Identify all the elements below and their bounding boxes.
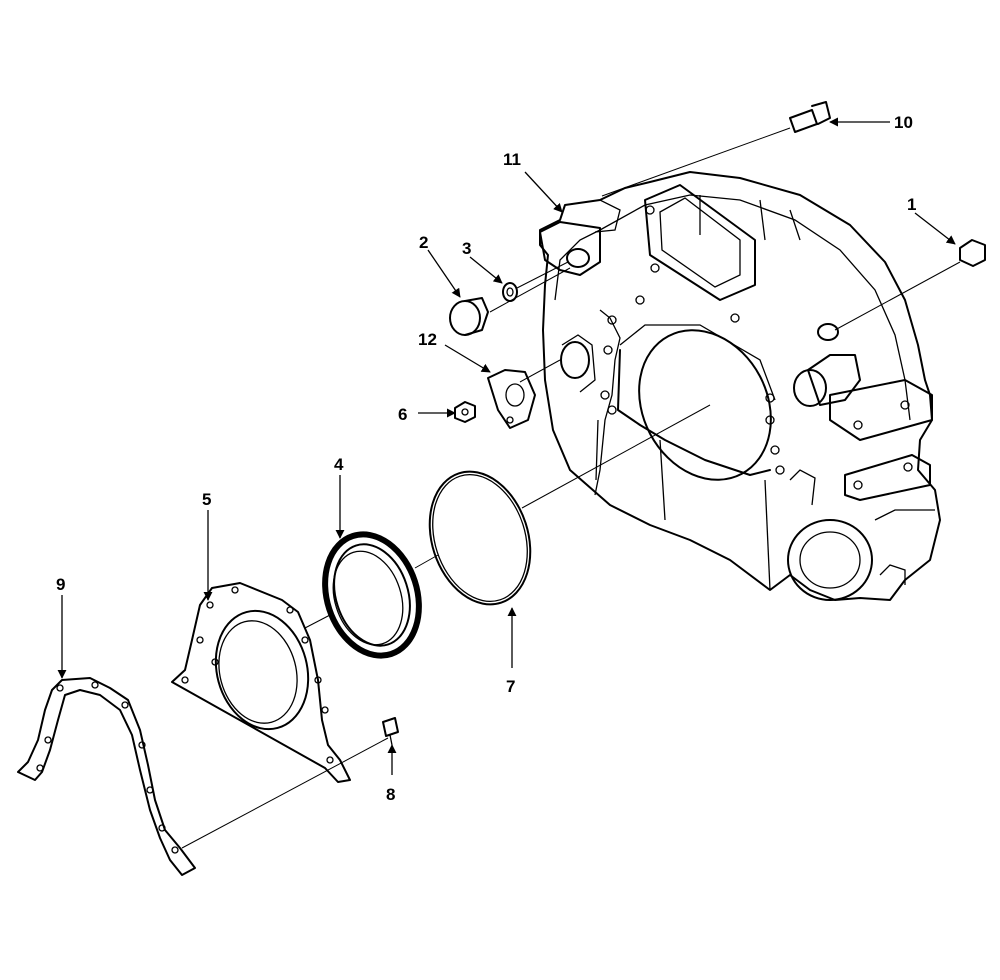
callout-8: 8 xyxy=(386,785,395,804)
callout-5: 5 xyxy=(202,490,211,509)
callout-4: 4 xyxy=(334,455,344,474)
part-12-cover xyxy=(487,359,561,429)
callout-7: 7 xyxy=(506,677,515,696)
flywheel-housing xyxy=(539,171,941,601)
callout-10: 10 xyxy=(894,113,913,132)
callout-2: 2 xyxy=(419,233,428,252)
part-1-plug xyxy=(834,239,986,331)
callout-12: 12 xyxy=(418,330,437,349)
callout-labels: 1 2 3 4 5 6 7 8 9 10 11 12 xyxy=(56,113,916,804)
part-8-bolt xyxy=(382,717,399,746)
callout-9: 9 xyxy=(56,575,65,594)
assembly-centerlines xyxy=(181,267,711,849)
part-5-seal-housing xyxy=(171,582,351,783)
part-7-o-ring xyxy=(428,470,532,606)
callout-6: 6 xyxy=(398,405,407,424)
part-4-seal xyxy=(322,531,422,659)
callout-11: 11 xyxy=(503,150,521,169)
callout-1: 1 xyxy=(907,195,916,214)
part-10-bolt xyxy=(601,101,831,197)
callout-arrows xyxy=(57,117,956,775)
callout-3: 3 xyxy=(462,239,471,258)
part-2-plug xyxy=(449,297,489,336)
part-6-nut xyxy=(454,401,476,423)
part-9-gasket xyxy=(17,677,196,876)
